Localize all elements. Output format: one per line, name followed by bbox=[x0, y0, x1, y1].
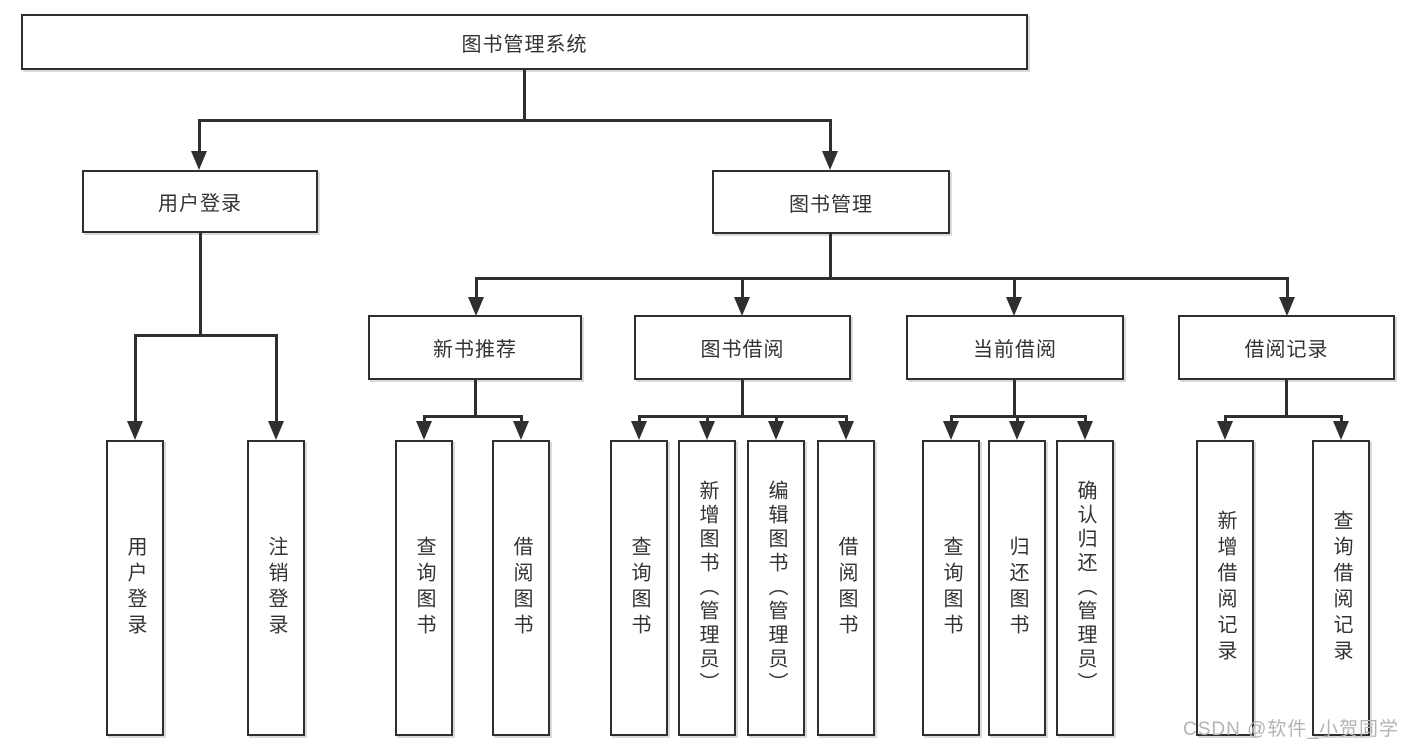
arrowhead-leaf-confirmreturn-icon bbox=[1077, 421, 1093, 440]
node-root-label: 图书管理系统 bbox=[461, 33, 588, 56]
node-current-borrow-label: 当前借阅 bbox=[973, 339, 1057, 361]
connector-recommend-split bbox=[423, 415, 523, 418]
leaf-borrow-books-2-label: 借阅图书 bbox=[835, 536, 857, 640]
connector-leaf-query1-stem bbox=[423, 415, 426, 425]
node-book-borrow-label: 图书借阅 bbox=[700, 339, 785, 361]
leaf-logout-label: 注销登录 bbox=[265, 536, 287, 640]
leaf-add-book-admin-label: 新增图书（管理员） bbox=[696, 480, 718, 696]
arrowhead-leaf-addbook-icon bbox=[699, 421, 715, 440]
connector-level2-split bbox=[198, 119, 832, 122]
arrowhead-leaf-logout-icon bbox=[268, 421, 284, 440]
node-user-login-label: 用户登录 bbox=[158, 193, 242, 215]
connector-leaf-borrow1-stem bbox=[520, 415, 523, 425]
arrowhead-leaf-borrow1-icon bbox=[513, 421, 529, 440]
leaf-add-borrow-record-label: 新增借阅记录 bbox=[1214, 510, 1236, 666]
connector-bookborrow-stem bbox=[741, 277, 744, 299]
arrowhead-leaf-query3-icon bbox=[943, 421, 959, 440]
arrowhead-bookborrow-icon bbox=[734, 297, 750, 316]
connector-userlogin-split bbox=[134, 334, 278, 337]
leaf-user-login-label: 用户登录 bbox=[124, 536, 146, 640]
connector-bookborrow-split bbox=[638, 415, 848, 418]
leaf-return-book-label: 归还图书 bbox=[1006, 536, 1028, 640]
node-root: 图书管理系统 bbox=[21, 14, 1028, 70]
leaf-query-books-1: 查询图书 bbox=[395, 440, 453, 736]
connector-leaf-logout-stem bbox=[275, 334, 278, 423]
arrowhead-leaf-return-icon bbox=[1009, 421, 1025, 440]
connector-leaf-return-stem bbox=[1016, 415, 1019, 425]
leaf-query-borrow-record: 查询借阅记录 bbox=[1312, 440, 1370, 736]
leaf-query-borrow-record-label: 查询借阅记录 bbox=[1330, 510, 1352, 666]
leaf-edit-book-admin-label: 编辑图书（管理员） bbox=[765, 480, 787, 696]
connector-recommend-stem bbox=[475, 277, 478, 299]
leaf-borrow-books-1-label: 借阅图书 bbox=[510, 536, 532, 640]
leaf-query-books-2-label: 查询图书 bbox=[628, 536, 650, 640]
node-book-management: 图书管理 bbox=[712, 170, 950, 234]
connector-leaf-query3-stem bbox=[950, 415, 953, 425]
leaf-logout: 注销登录 bbox=[247, 440, 305, 736]
leaf-add-book-admin: 新增图书（管理员） bbox=[678, 440, 736, 736]
arrowhead-leaf-userlogin-icon bbox=[127, 421, 143, 440]
csdn-watermark: CSDN @软件_小贺同学 bbox=[1183, 719, 1399, 740]
connector-leaf-queryrecord-stem bbox=[1340, 415, 1343, 425]
connector-userlogin-down bbox=[199, 233, 202, 336]
node-new-book-recommend-label: 新书推荐 bbox=[433, 339, 517, 361]
arrowhead-leaf-addrecord-icon bbox=[1217, 421, 1233, 440]
leaf-borrow-books-2: 借阅图书 bbox=[817, 440, 875, 736]
connector-borrowrecords-stem bbox=[1286, 277, 1289, 299]
arrowhead-leaf-borrow2-icon bbox=[838, 421, 854, 440]
leaf-query-books-3-label: 查询图书 bbox=[940, 536, 962, 640]
connector-leaf-userlogin-stem bbox=[134, 334, 137, 423]
connector-bookborrow-down bbox=[741, 380, 744, 418]
node-borrow-records: 借阅记录 bbox=[1178, 315, 1395, 380]
connector-currentborrow-stem bbox=[1013, 277, 1016, 299]
connector-leaf-borrow2-stem bbox=[845, 415, 848, 425]
connector-currentborrow-down bbox=[1013, 380, 1016, 418]
connector-leaf-editbook-stem bbox=[775, 415, 778, 425]
node-user-login: 用户登录 bbox=[82, 170, 318, 233]
arrowhead-leaf-query2-icon bbox=[631, 421, 647, 440]
node-current-borrow: 当前借阅 bbox=[906, 315, 1124, 380]
arrowhead-userlogin-icon bbox=[191, 151, 207, 170]
leaf-add-borrow-record: 新增借阅记录 bbox=[1196, 440, 1254, 736]
connector-bookmgmt-down bbox=[829, 234, 832, 279]
connector-userlogin-stem bbox=[198, 119, 201, 153]
connector-recommend-down bbox=[474, 380, 477, 418]
arrowhead-leaf-query1-icon bbox=[416, 421, 432, 440]
arrowhead-leaf-editbook-icon bbox=[768, 421, 784, 440]
leaf-query-books-1-label: 查询图书 bbox=[413, 536, 435, 640]
connector-borrowrecords-down bbox=[1285, 380, 1288, 418]
node-borrow-records-label: 借阅记录 bbox=[1244, 339, 1329, 361]
node-new-book-recommend: 新书推荐 bbox=[368, 315, 582, 380]
leaf-query-books-2: 查询图书 bbox=[610, 440, 668, 736]
connector-level3-split bbox=[475, 277, 1288, 280]
leaf-user-login: 用户登录 bbox=[106, 440, 164, 736]
connector-leaf-query2-stem bbox=[638, 415, 641, 425]
connector-leaf-confirmreturn-stem bbox=[1084, 415, 1087, 425]
connector-leaf-addbook-stem bbox=[706, 415, 709, 425]
leaf-query-books-3: 查询图书 bbox=[922, 440, 980, 736]
connector-borrowrecords-split bbox=[1224, 415, 1343, 418]
node-book-borrow: 图书借阅 bbox=[634, 315, 851, 380]
connector-root-stem bbox=[523, 70, 526, 120]
arrowhead-leaf-queryrecord-icon bbox=[1333, 421, 1349, 440]
arrowhead-borrowrecords-icon bbox=[1279, 297, 1295, 316]
arrowhead-recommend-icon bbox=[468, 297, 484, 316]
arrowhead-bookmgmt-icon bbox=[822, 151, 838, 170]
connector-bookmgmt-stem bbox=[829, 119, 832, 153]
leaf-borrow-books-1: 借阅图书 bbox=[492, 440, 550, 736]
connector-leaf-addrecord-stem bbox=[1224, 415, 1227, 425]
arrowhead-currentborrow-icon bbox=[1006, 297, 1022, 316]
leaf-confirm-return-admin-label: 确认归还（管理员） bbox=[1074, 480, 1096, 696]
leaf-confirm-return-admin: 确认归还（管理员） bbox=[1056, 440, 1114, 736]
leaf-return-book: 归还图书 bbox=[988, 440, 1046, 736]
node-book-management-label: 图书管理 bbox=[789, 193, 873, 216]
leaf-edit-book-admin: 编辑图书（管理员） bbox=[747, 440, 805, 736]
